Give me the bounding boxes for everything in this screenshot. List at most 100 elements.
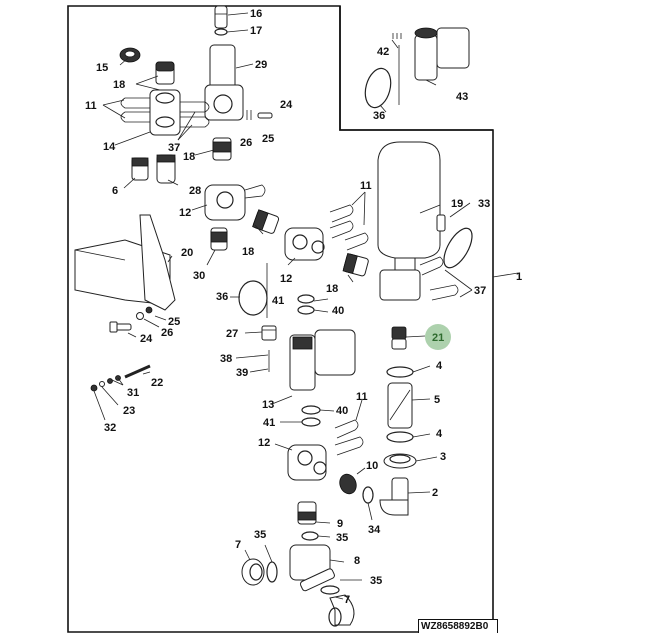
part-35-ring-a[interactable] — [301, 531, 319, 541]
part-43-solenoid-valve[interactable] — [414, 27, 470, 81]
callout-35[interactable]: 35 — [254, 529, 266, 541]
callout-22[interactable]: 22 — [151, 377, 163, 389]
callout-6[interactable]: 6 — [112, 185, 118, 197]
callout-3[interactable]: 3 — [440, 451, 446, 463]
callout-11[interactable]: 11 — [356, 391, 368, 403]
part-3-ring-nut[interactable] — [383, 453, 417, 469]
part-35-ring-b[interactable] — [266, 561, 278, 583]
part-4-clamp-upper[interactable] — [386, 366, 414, 378]
callout-26[interactable]: 26 — [240, 137, 252, 149]
callout-25[interactable]: 25 — [168, 316, 180, 328]
part-18-fitting-c[interactable] — [252, 209, 280, 234]
part-14-tee[interactable] — [149, 89, 181, 136]
part-37-clips[interactable] — [180, 101, 210, 128]
callout-35[interactable]: 35 — [336, 532, 348, 544]
callout-34[interactable]: 34 — [368, 524, 381, 536]
callout-23[interactable]: 23 — [123, 405, 135, 417]
callout-7[interactable]: 7 — [344, 594, 350, 606]
part-12-manifold-b[interactable] — [284, 227, 325, 261]
part-11-clips-left[interactable] — [120, 97, 150, 123]
callout-12[interactable]: 12 — [179, 207, 191, 219]
part-12-manifold-c[interactable] — [287, 444, 327, 481]
callout-37[interactable]: 37 — [474, 285, 486, 297]
callout-20[interactable]: 20 — [181, 247, 193, 259]
callout-1[interactable]: 1 — [516, 271, 522, 283]
callout-39[interactable]: 39 — [236, 367, 248, 379]
callout-15[interactable]: 15 — [96, 62, 108, 74]
callout-5[interactable]: 5 — [434, 394, 440, 406]
part-18-fitting-b[interactable] — [212, 137, 232, 161]
callout-17[interactable]: 17 — [250, 25, 262, 37]
part-32-nut[interactable] — [90, 384, 98, 392]
part-36-o-ring-inset[interactable] — [361, 66, 395, 111]
part-24-bolt[interactable] — [109, 321, 132, 333]
part-15-cap[interactable] — [119, 47, 141, 63]
part-16-plug[interactable] — [214, 5, 228, 29]
part-41-ring-a[interactable] — [297, 294, 315, 304]
callout-28[interactable]: 28 — [189, 185, 201, 197]
callout-24[interactable]: 24 — [280, 99, 293, 111]
part-40-ring-a[interactable] — [297, 305, 315, 315]
part-13-solenoid-valve[interactable] — [289, 329, 356, 391]
part-29-valve-body[interactable] — [204, 44, 244, 121]
part-7-fitting-left[interactable] — [241, 558, 265, 586]
callout-38[interactable]: 38 — [220, 353, 232, 365]
callout-12[interactable]: 12 — [280, 273, 292, 285]
callout-11[interactable]: 11 — [85, 100, 97, 112]
part-2-elbow[interactable] — [379, 477, 409, 516]
part-24-bolt-upper[interactable] — [257, 112, 273, 119]
callout-26[interactable]: 26 — [161, 327, 173, 339]
part-8-valve[interactable] — [289, 544, 335, 592]
callout-8[interactable]: 8 — [354, 555, 360, 567]
part-11-clips-lower[interactable] — [334, 419, 364, 456]
part-42-screws[interactable] — [392, 33, 402, 39]
part-10-fitting[interactable] — [337, 472, 359, 496]
callout-18[interactable]: 18 — [113, 79, 125, 91]
part-19-tank[interactable] — [377, 141, 441, 301]
part-31-nut-a[interactable] — [107, 378, 113, 384]
callout-27[interactable]: 27 — [226, 328, 238, 340]
part-28-elbow[interactable] — [156, 154, 176, 184]
part-41-ring-b[interactable] — [301, 417, 321, 427]
callout-40[interactable]: 40 — [332, 305, 344, 317]
callout-42[interactable]: 42 — [377, 46, 389, 58]
callout-4[interactable]: 4 — [436, 428, 443, 440]
callout-14[interactable]: 14 — [103, 141, 116, 153]
callout-13[interactable]: 13 — [262, 399, 274, 411]
part-7-elbow-lower[interactable] — [328, 594, 355, 627]
callout-43[interactable]: 43 — [456, 91, 468, 103]
part-40-ring-b[interactable] — [301, 405, 321, 415]
callout-33[interactable]: 33 — [478, 198, 490, 210]
part-26-washer[interactable] — [136, 312, 144, 320]
callout-12[interactable]: 12 — [258, 437, 270, 449]
part-12-manifold-a[interactable] — [204, 184, 266, 221]
callout-41[interactable]: 41 — [272, 295, 284, 307]
part-18-fitting-a[interactable] — [155, 61, 175, 85]
part-33-sensor[interactable] — [436, 214, 478, 272]
callout-36[interactable]: 36 — [216, 291, 228, 303]
callout-30[interactable]: 30 — [193, 270, 205, 282]
callout-36[interactable]: 36 — [373, 110, 385, 122]
part-6-adapter[interactable] — [131, 157, 149, 181]
callout-31[interactable]: 31 — [127, 387, 139, 399]
callout-37[interactable]: 37 — [168, 142, 180, 154]
callout-18[interactable]: 18 — [183, 151, 195, 163]
callout-32[interactable]: 32 — [104, 422, 116, 434]
part-27-connector[interactable] — [261, 325, 277, 341]
part-30-fitting[interactable] — [210, 227, 228, 251]
part-5-bowl[interactable] — [387, 382, 413, 429]
callout-19[interactable]: 19 — [451, 198, 463, 210]
part-4-clamp-lower[interactable] — [386, 431, 414, 443]
part-22-rod[interactable] — [124, 364, 151, 379]
callout-29[interactable]: 29 — [255, 59, 267, 71]
callout-2[interactable]: 2 — [432, 487, 438, 499]
callout-18[interactable]: 18 — [242, 246, 254, 258]
callout-18[interactable]: 18 — [326, 283, 338, 295]
part-34-o-ring[interactable] — [362, 486, 374, 504]
callout-21[interactable]: 21 — [432, 332, 444, 344]
callout-10[interactable]: 10 — [366, 460, 378, 472]
part-35-ring-c[interactable] — [320, 585, 340, 595]
part-9-fitting[interactable] — [297, 501, 317, 525]
part-18-fitting-d[interactable] — [342, 252, 369, 277]
part-20-bracket[interactable] — [74, 214, 176, 311]
